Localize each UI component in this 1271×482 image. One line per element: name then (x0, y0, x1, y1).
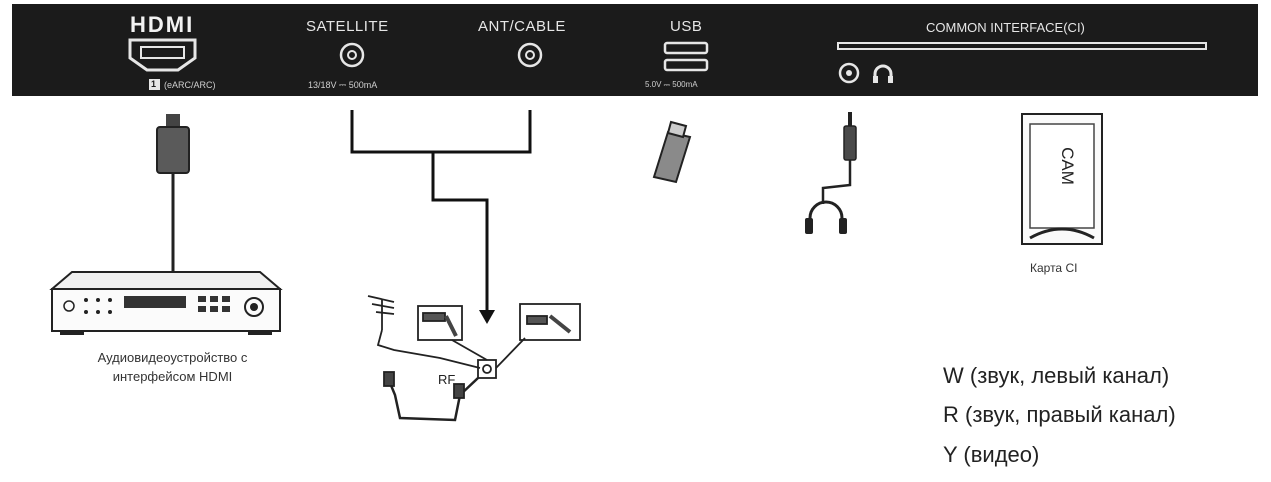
av-receiver-icon (49, 271, 283, 335)
legend-red-audio: R (звук, правый канал) (943, 402, 1176, 427)
rf-label: RF (438, 372, 456, 387)
antenna-icon (367, 295, 581, 422)
usb-port-icon (663, 41, 709, 72)
hdmi-port-number: 1 (151, 79, 157, 89)
ci-card-caption: Карта CI (1030, 261, 1078, 275)
legend-yellow-video: Y (видео) (943, 442, 1040, 467)
rf-cable-lines (350, 110, 532, 324)
cam-label: CAM (1057, 147, 1077, 185)
hdmi-logo: HDMI (130, 12, 195, 37)
satellite-coax-port-icon (339, 42, 365, 68)
hdmi-cable-icon (156, 114, 190, 280)
ci-card-icon (1021, 113, 1103, 245)
hdmi-device-caption-line-2: интерфейсом HDMI (112, 369, 233, 384)
hdmi-port-note: (eARC/ARC) (164, 80, 216, 90)
hdmi-port-icon (128, 38, 197, 72)
hdmi-device-caption-line-1: Аудиовидеоустройство с (97, 350, 248, 365)
hdmi-port-number-box (149, 79, 160, 90)
hdmi-device-caption: Аудиовидеоустройство с интерфейсом HDMI (40, 348, 305, 386)
ci-title: COMMON INTERFACE(CI) (926, 20, 1085, 35)
usb-port-rating: 5.0V ⎓ 500mA (645, 80, 698, 89)
ci-slot (837, 42, 1207, 50)
legend-white-audio: W (звук, левый канал) (943, 363, 1170, 388)
usb-stick-icon (652, 120, 692, 184)
satellite-port-rating: 13/18V ⎓ 500mA (308, 80, 378, 90)
headphones-icon (805, 112, 857, 234)
audio-jack-icon (838, 62, 860, 84)
satellite-port-title: SATELLITE (306, 18, 389, 35)
antenna-coax-port-icon (517, 42, 543, 68)
usb-port-title: USB (670, 18, 703, 35)
headphone-icon (873, 64, 893, 83)
antenna-port-title: ANT/CABLE (478, 18, 566, 35)
